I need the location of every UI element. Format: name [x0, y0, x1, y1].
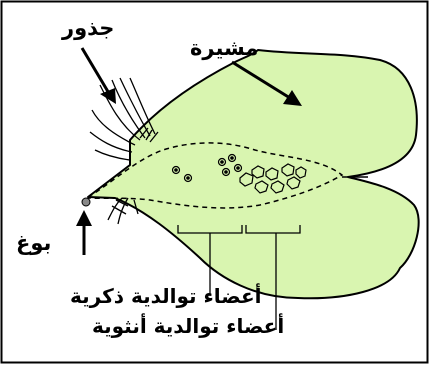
label-roots: جذور	[62, 18, 114, 39]
arrow-spore	[76, 210, 92, 255]
label-spore: بوغ	[16, 233, 51, 254]
label-male-organs: أعضاء توالدية ذكرية	[70, 286, 261, 306]
thallus-shape	[88, 50, 419, 298]
label-thallus: مشيرة	[190, 38, 258, 59]
label-female-organs: أعضاء توالدية أنثوية	[92, 316, 284, 336]
arrow-roots	[82, 48, 116, 104]
spore-dot	[82, 198, 90, 206]
